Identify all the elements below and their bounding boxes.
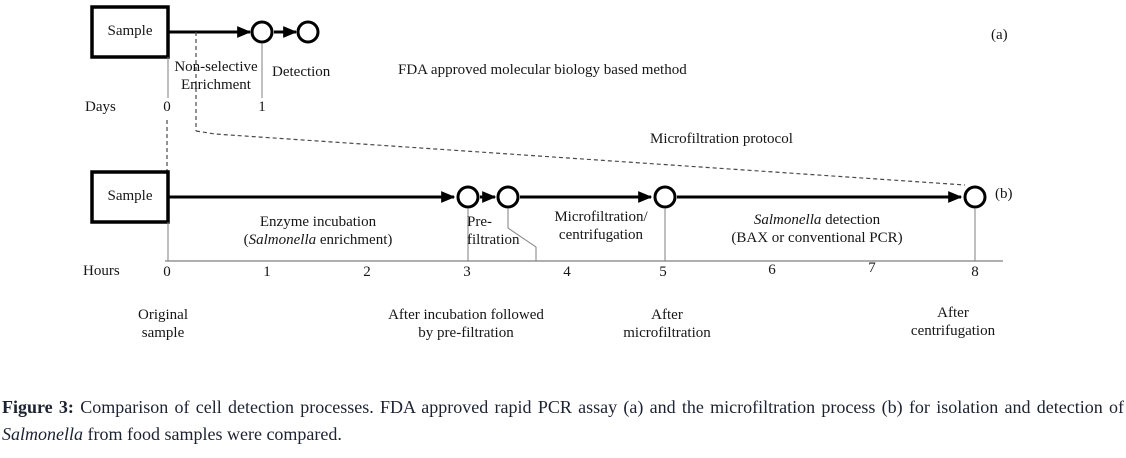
prefiltration-line1: Pre-	[467, 214, 492, 230]
caption-salmonella-italic: Salmonella	[2, 424, 83, 444]
enzyme-line1: Enzyme incubation	[259, 214, 377, 230]
milestone-after-centrifugation: After centrifugation	[910, 305, 996, 339]
salmonella-italic: Salmonella	[753, 212, 822, 228]
prefiltration-line2: filtration	[467, 231, 520, 248]
guide-prefiltration-bent	[507, 208, 537, 261]
sample-box-b	[90, 170, 170, 224]
caption-text-before: Comparison of cell detection processes. …	[73, 397, 1124, 417]
enrichment-label: Non-selective Enrichment	[174, 59, 257, 94]
prefiltration-label: Pre- filtration	[467, 214, 520, 249]
node-b-prefiltration	[496, 185, 520, 209]
caption-text-after: from food samples were compared.	[83, 424, 342, 444]
enzyme-incubation-label: Enzyme incubation (Salmonella enrichment…	[244, 214, 393, 249]
sample-label-b: Sample	[107, 188, 153, 204]
panel-tag-b: (b)	[995, 186, 1013, 202]
salmonella-detection-label: Salmonella detection (BAX or conventiona…	[731, 212, 902, 247]
detection-label-a: Detection	[272, 64, 331, 80]
node-b-hour5	[653, 185, 677, 209]
hour-tick-6: 6	[768, 262, 776, 278]
microfiltration-label: Microfiltration/ centrifugation	[554, 209, 647, 244]
dashed-link-to-hour8	[195, 130, 966, 186]
enrichment-line1: Non-selective	[174, 59, 258, 75]
figure-caption: Figure 3: Comparison of cell detection p…	[2, 394, 1124, 448]
day-tick-0: 0	[163, 99, 171, 115]
hour-tick-0: 0	[163, 264, 171, 280]
enrichment-line2: Enrichment	[181, 76, 251, 93]
days-axis-label: Days	[85, 99, 116, 115]
hour-tick-3: 3	[463, 264, 471, 280]
node-b-hour8	[963, 185, 987, 209]
hour-tick-1: 1	[263, 264, 271, 280]
sample-label-a: Sample	[107, 23, 153, 39]
detection-line1: Salmonella detection	[753, 212, 881, 228]
sample-box-a	[90, 5, 170, 59]
protocol-title-b: Microfiltration protocol	[650, 131, 793, 147]
hour-tick-5: 5	[659, 264, 667, 280]
salmonella-italic: Salmonella	[248, 231, 317, 248]
microfiltration-line2: centrifugation	[558, 226, 644, 243]
method-title-a: FDA approved molecular biology based met…	[398, 62, 687, 78]
caption-figure-number: Figure 3:	[2, 397, 74, 417]
microfiltration-line1: Microfiltration/	[554, 209, 648, 225]
day-tick-1: 1	[258, 99, 266, 115]
detection-line2: (BAX or conventional PCR)	[731, 229, 903, 246]
hours-axis-label: Hours	[83, 263, 120, 279]
node-a-day1	[250, 20, 274, 44]
hour-tick-4: 4	[563, 264, 571, 280]
hour-tick-8: 8	[971, 264, 979, 280]
node-a-detection	[296, 20, 320, 44]
hour-tick-7: 7	[868, 260, 876, 276]
timeline-diagram-canvas	[90, 5, 1003, 262]
milestone-after-microfiltration: After microfiltration	[623, 307, 711, 341]
enzyme-line2: (Salmonella enrichment)	[243, 231, 393, 248]
panel-tag-a: (a)	[991, 27, 1008, 43]
hour-tick-2: 2	[363, 264, 371, 280]
milestone-after-incubation: After incubation followed by pre-filtrat…	[388, 307, 544, 341]
node-b-hour3	[456, 185, 480, 209]
milestone-original-sample: Original sample	[138, 307, 188, 341]
